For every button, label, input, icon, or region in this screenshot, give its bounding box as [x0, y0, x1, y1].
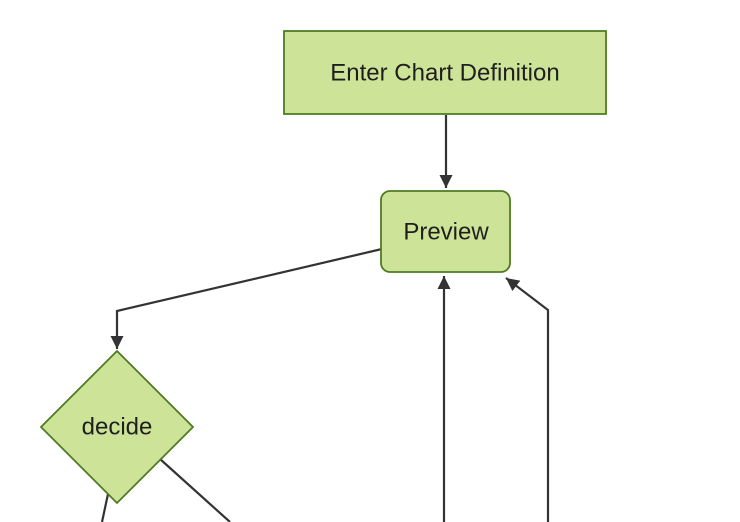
node-preview-shape: [380, 190, 511, 273]
node-enter-chart-definition-shape: [283, 30, 607, 115]
node-decide: decide: [39, 349, 195, 505]
edge-decide-to-offscreen-bottom-right: [159, 458, 231, 522]
node-enter-chart-definition-label: Enter Chart Definition: [330, 60, 559, 87]
node-preview: Preview: [380, 190, 511, 273]
node-decide-label: decide: [82, 414, 153, 441]
edge-offscreen-bottom-right-to-preview: [505, 277, 550, 522]
edge-decide-to-offscreen-bottom-left: [100, 493, 110, 522]
node-decide-shape: [39, 349, 195, 505]
node-preview-label: Preview: [403, 219, 489, 246]
node-enter-chart-definition: Enter Chart Definition: [283, 30, 607, 115]
edge-preview-to-decide: [110, 247, 383, 349]
